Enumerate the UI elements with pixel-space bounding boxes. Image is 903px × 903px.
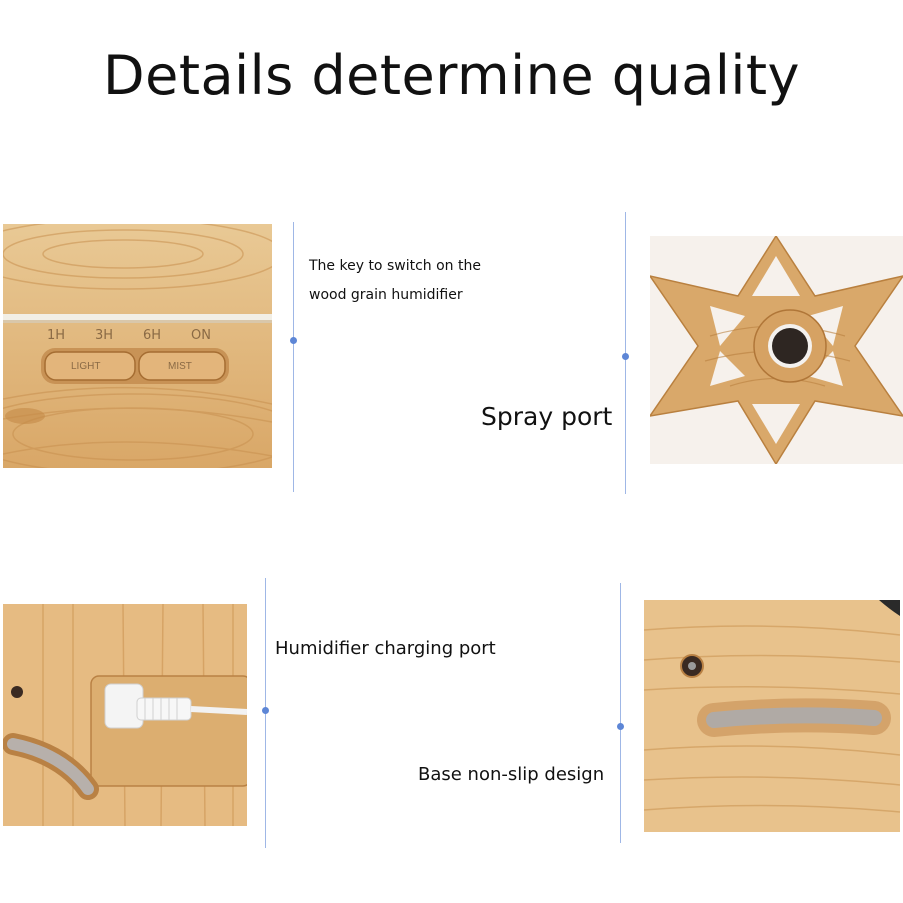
caption-non-slip-base: Base non-slip design: [418, 764, 605, 785]
caption-switch-key-line2: wood grain humidifier: [309, 287, 463, 303]
non-slip-base-photo: [644, 600, 900, 832]
divider-line: [293, 222, 294, 492]
mist-button-label: MIST: [168, 361, 192, 372]
control-buttons-photo: 1H 3H 6H ON LIGHT MIST: [3, 224, 272, 468]
divider-line: [620, 583, 621, 843]
caption-charging-port: Humidifier charging port: [275, 638, 496, 659]
callout-dot: [262, 707, 269, 714]
charging-port-photo: [3, 604, 247, 826]
indicator-label-1h: 1H: [47, 328, 66, 343]
light-button-label: LIGHT: [71, 361, 101, 372]
indicator-label-on: ON: [191, 328, 211, 343]
indicator-label-6h: 6H: [143, 328, 162, 343]
caption-switch-key-line1: The key to switch on the: [309, 258, 481, 274]
callout-dot: [622, 353, 629, 360]
spray-port-photo: [650, 236, 903, 464]
caption-spray-port: Spray port: [481, 402, 613, 431]
callout-dot: [290, 337, 297, 344]
callout-dot: [617, 723, 624, 730]
page-title: Details determine quality: [103, 44, 800, 107]
indicator-label-3h: 3H: [95, 328, 114, 343]
